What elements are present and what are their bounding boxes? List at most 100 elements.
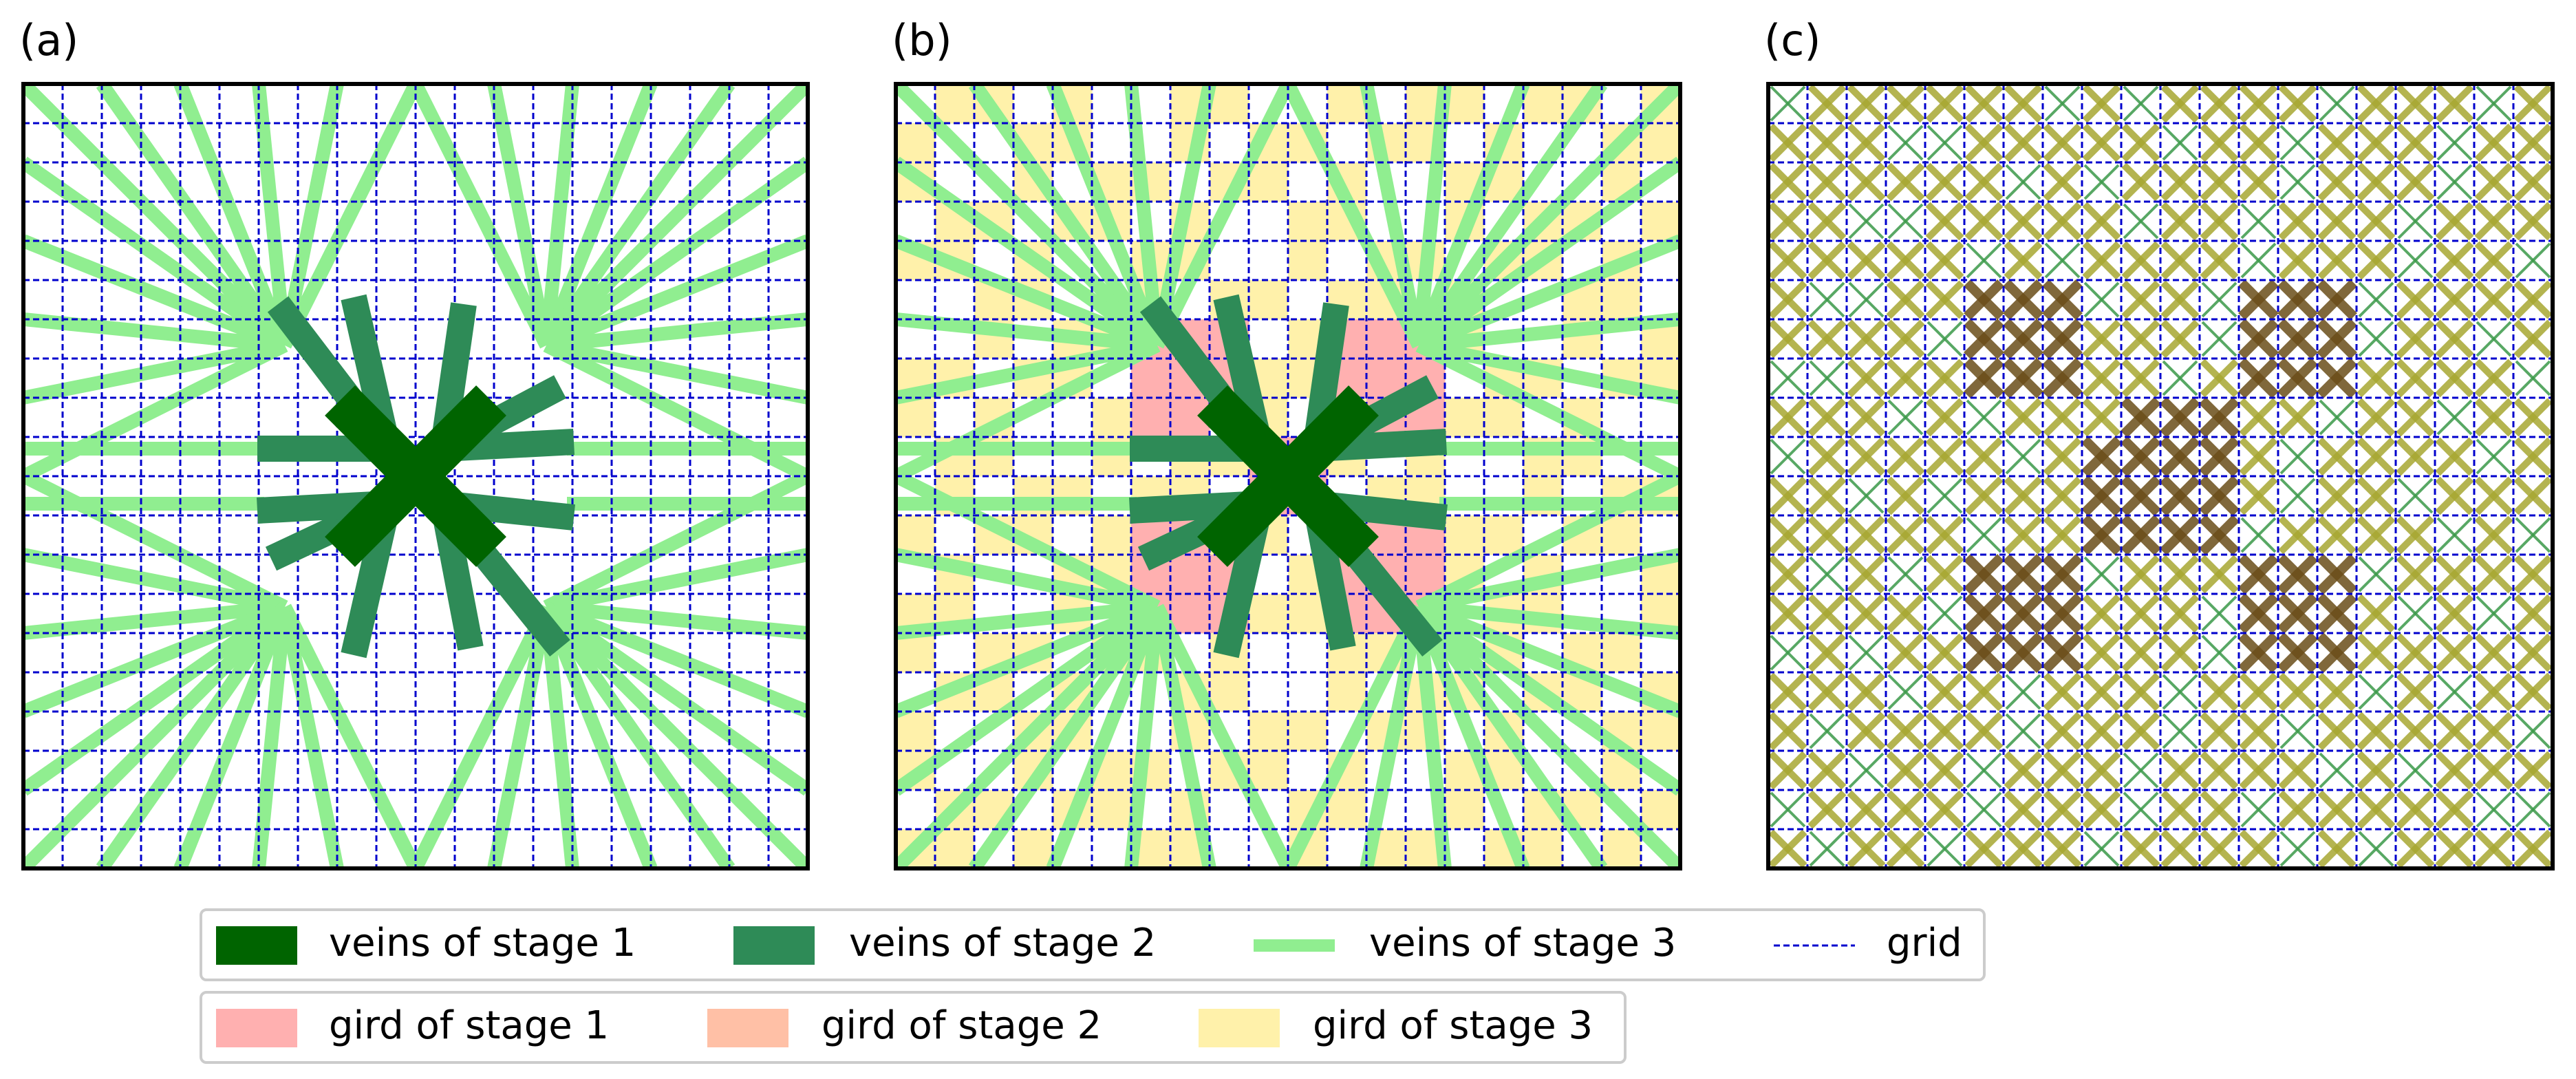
stage-grid-cell bbox=[1641, 202, 1680, 242]
stage-grid-cell bbox=[1602, 633, 1642, 673]
cross-mark bbox=[2240, 203, 2277, 239]
cross-mark bbox=[2357, 437, 2396, 476]
cross-mark bbox=[2200, 241, 2239, 280]
cross-mark bbox=[2357, 633, 2396, 672]
legend-label-veins-stage-2: veins of stage 2 bbox=[849, 921, 1156, 965]
cross-mark bbox=[2317, 123, 2357, 162]
vein-stage-3 bbox=[896, 84, 1163, 351]
cross-mark bbox=[2121, 436, 2161, 477]
cross-mark bbox=[2396, 437, 2435, 476]
cross-mark bbox=[2003, 279, 2043, 320]
cross-mark bbox=[2317, 790, 2357, 829]
cross-mark bbox=[2513, 672, 2553, 712]
cross-mark bbox=[1770, 85, 1806, 122]
cross-mark bbox=[2160, 397, 2200, 438]
cross-mark bbox=[2474, 359, 2513, 398]
vein-stage-3 bbox=[173, 84, 292, 348]
cross-mark bbox=[1848, 281, 1885, 318]
cross-mark bbox=[2239, 751, 2278, 790]
cross-mark bbox=[2277, 593, 2318, 634]
cross-mark bbox=[2279, 438, 2316, 475]
stage-grid-cell bbox=[1249, 712, 1289, 751]
cross-mark bbox=[2043, 672, 2082, 712]
legend-box-1 bbox=[200, 908, 1986, 981]
cross-mark bbox=[2199, 515, 2240, 555]
cross-mark bbox=[1768, 319, 1807, 359]
cross-mark bbox=[2082, 202, 2121, 241]
cross-mark bbox=[1926, 321, 1963, 357]
vein-stage-3 bbox=[968, 84, 1163, 350]
cross-mark bbox=[2004, 84, 2043, 123]
cross-mark bbox=[2317, 593, 2357, 634]
cross-mark bbox=[2435, 633, 2474, 672]
stage-grid-cell bbox=[1327, 672, 1367, 712]
cross-mark bbox=[2238, 632, 2279, 673]
veins-stage-3-group bbox=[896, 84, 1680, 868]
cross-mark bbox=[2082, 790, 2121, 829]
legend-swatch-veins-stage-2 bbox=[733, 926, 815, 965]
stage-grid-cell bbox=[1131, 359, 1171, 398]
cross-mark bbox=[2474, 712, 2513, 751]
cross-mark bbox=[2277, 632, 2318, 673]
cross-mark bbox=[2277, 554, 2318, 595]
stage-grid-cell bbox=[1641, 712, 1680, 751]
cross-mark bbox=[2200, 202, 2239, 241]
cross-mark bbox=[2160, 555, 2200, 594]
cross-mark bbox=[1925, 437, 1964, 476]
legend-row-1: veins of stage 1 veins of stage 2 veins … bbox=[200, 908, 1986, 981]
cross-mark bbox=[2240, 517, 2277, 553]
stage-grid-cell bbox=[1013, 829, 1053, 868]
cross-mark bbox=[1926, 478, 1963, 514]
cross-mark bbox=[2239, 829, 2278, 868]
stage-grid-cell bbox=[1249, 751, 1289, 791]
cross-mark bbox=[2160, 751, 2200, 790]
cross-mark bbox=[2317, 829, 2357, 868]
cross-mark bbox=[2317, 279, 2357, 320]
vein-stage-3 bbox=[1413, 84, 1680, 351]
vein-stage-3 bbox=[252, 606, 292, 868]
cross-mark bbox=[2123, 791, 2159, 828]
cross-mark bbox=[2435, 594, 2474, 633]
cross-mark bbox=[2004, 241, 2043, 280]
grid-lines-group bbox=[896, 84, 1680, 868]
cross-mark bbox=[2121, 829, 2160, 868]
cross-mark bbox=[2319, 752, 2355, 789]
cross-mark bbox=[1886, 515, 1925, 555]
vein-stage-3 bbox=[23, 600, 288, 718]
stage-grid-cell bbox=[1131, 398, 1171, 438]
cross-mark bbox=[2005, 164, 2041, 200]
cross-mark bbox=[1847, 712, 1886, 751]
cross-mark bbox=[2396, 319, 2435, 359]
cross-mark bbox=[2042, 319, 2083, 359]
vein-stage-3 bbox=[1046, 84, 1164, 348]
cross-mark bbox=[2396, 829, 2435, 868]
cross-mark bbox=[2121, 594, 2160, 633]
cross-mark bbox=[2476, 85, 2512, 122]
cross-mark bbox=[2357, 202, 2396, 241]
cross-mark bbox=[2397, 242, 2434, 279]
cross-mark bbox=[1925, 202, 1964, 241]
cross-mark bbox=[1925, 162, 1964, 202]
cross-mark bbox=[2005, 713, 2041, 749]
cross-mark bbox=[2279, 164, 2316, 200]
vein-stage-3 bbox=[1412, 84, 1530, 348]
cross-mark bbox=[2513, 202, 2553, 241]
cross-mark bbox=[1847, 594, 1886, 633]
cross-mark bbox=[2513, 633, 2553, 672]
cross-mark bbox=[2160, 280, 2200, 319]
cross-mark bbox=[2474, 476, 2513, 515]
cross-mark bbox=[1886, 751, 1925, 790]
vein-stage-3 bbox=[1413, 603, 1608, 868]
cross-mark bbox=[2278, 790, 2317, 829]
cross-mark bbox=[1925, 672, 1964, 712]
cross-mark bbox=[1847, 84, 1886, 123]
cross-mark bbox=[2317, 672, 2357, 712]
vein-stage-3 bbox=[278, 606, 344, 868]
cross-mark bbox=[1925, 555, 1964, 594]
stage-grid-cell bbox=[1249, 162, 1289, 202]
vein-stage-3 bbox=[540, 84, 736, 350]
cross-mark bbox=[1925, 790, 1964, 829]
stage-grid-cell bbox=[1445, 790, 1485, 830]
cross-mark bbox=[2435, 712, 2474, 751]
legend-label-gird-stage-1: gird of stage 1 bbox=[329, 1003, 609, 1048]
